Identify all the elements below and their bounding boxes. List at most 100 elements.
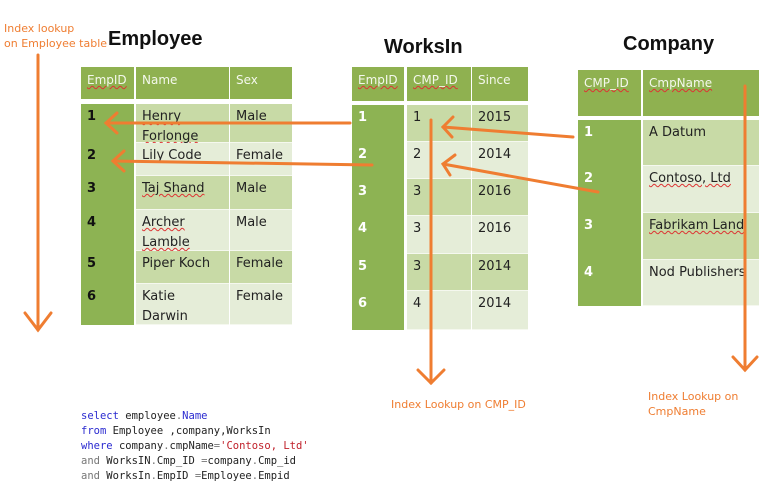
company-cell: Contoso, Ltd xyxy=(643,166,759,213)
sql-line: and WorksIn.EmpID =Employee.Empid xyxy=(81,469,309,484)
cell-value: Katie Darwin xyxy=(142,289,188,324)
header-label: EmpID xyxy=(87,73,127,87)
worksin-cell: 2 xyxy=(407,142,471,179)
cell-value: 3 xyxy=(413,259,422,274)
employee-index-note: Index lookup on Employee table xyxy=(4,21,107,51)
header-label: EmpID xyxy=(358,73,398,87)
sql-token: = xyxy=(213,440,221,452)
cell-value: 1 xyxy=(87,109,97,124)
sql-token: = xyxy=(194,470,202,482)
sql-token: . xyxy=(175,410,183,422)
employee-cell: Lily Code xyxy=(136,143,229,176)
sql-token: company xyxy=(118,440,164,452)
cell-value: Fabrikam Land xyxy=(649,218,745,233)
note-line: Index Lookup on xyxy=(648,390,739,403)
sql-token: Employee ,company,WorksIn xyxy=(112,425,271,437)
cell-value: 3 xyxy=(358,184,368,199)
worksin-cell: 2014 xyxy=(472,291,528,330)
employee-cell: Male xyxy=(230,176,292,210)
worksin-cell: 2015 xyxy=(472,105,528,142)
employee-cell: Taj Shand xyxy=(136,176,229,210)
sql-token: Empid xyxy=(258,470,290,482)
worksin-header-empid: EmpID xyxy=(352,67,404,101)
worksin-to-employee-2-arrow xyxy=(110,149,374,173)
sql-token: . xyxy=(163,440,170,452)
cell-value: 2014 xyxy=(478,147,512,162)
cell-value: 4 xyxy=(584,265,594,280)
cell-value: 6 xyxy=(358,296,368,311)
sql-token: select xyxy=(81,410,119,422)
company-to-worksin-2-arrow xyxy=(440,153,600,194)
company-title: Company xyxy=(623,33,715,55)
sql-token: 'Contoso, Ltd' xyxy=(220,440,309,452)
cmp-id-index-note: Index Lookup on CMP_ID xyxy=(391,398,526,411)
sql-token: employee xyxy=(125,410,176,422)
employee-index-arrow xyxy=(23,53,53,333)
cell-value: A Datum xyxy=(649,125,707,140)
company-header-cmpname: CmpName xyxy=(643,70,759,116)
employee-cell: 3 xyxy=(81,176,134,210)
worksin-header-cmp-id: CMP_ID xyxy=(407,67,471,101)
sql-line: select employee.Name xyxy=(81,409,309,424)
worksin-cell: 4 xyxy=(352,216,404,254)
sql-token: cmpName xyxy=(169,440,214,452)
employee-cell: Female xyxy=(230,143,292,176)
sql-line: and WorksIN.Cmp_ID =company.Cmp_id xyxy=(81,454,309,469)
cell-value: Female xyxy=(236,148,284,163)
header-label: Since xyxy=(478,73,511,87)
cell-value: Contoso, Ltd xyxy=(649,171,731,186)
worksin-cell: 6 xyxy=(352,291,404,330)
header-label: CMP_ID xyxy=(413,73,458,87)
worksin-cell: 3 xyxy=(352,179,404,216)
cell-value: 2014 xyxy=(478,259,512,274)
header-label: CMP_ID xyxy=(584,76,629,90)
company-cell: A Datum xyxy=(643,120,759,166)
cell-value: 4 xyxy=(413,296,422,311)
sql-token: and xyxy=(81,455,100,467)
cell-value: 2016 xyxy=(478,184,512,199)
sql-line: where company.cmpName='Contoso, Ltd' xyxy=(81,439,309,454)
cell-value: 1 xyxy=(413,110,422,125)
header-label: Sex xyxy=(236,73,258,87)
cell-value: 4 xyxy=(358,221,368,236)
cell-value: Male xyxy=(236,181,267,196)
cell-value: Archer Lamble xyxy=(142,215,190,250)
cell-value: 3 xyxy=(87,181,97,196)
cell-value: Henry Forlonge xyxy=(142,109,199,144)
note-line: on Employee table xyxy=(4,37,108,50)
cmpname-index-note: Index Lookup on CmpName xyxy=(648,389,738,419)
worksin-cell: 4 xyxy=(407,291,471,330)
cell-value: 2 xyxy=(87,148,97,163)
sql-token: . xyxy=(150,455,157,467)
cmp-id-index-arrow xyxy=(416,118,446,386)
cell-value: Taj Shand xyxy=(142,181,205,196)
company-cell: 4 xyxy=(578,260,641,306)
employee-cell: 5 xyxy=(81,251,134,284)
cell-value: Piper Koch xyxy=(142,256,211,271)
cell-value: 4 xyxy=(87,215,97,230)
employee-cell: Archer Lamble xyxy=(136,210,229,251)
employee-title: Employee xyxy=(108,28,203,50)
cell-value: Nod Publishers xyxy=(649,265,746,280)
worksin-cell: 3 xyxy=(407,179,471,216)
sql-token: where xyxy=(81,440,113,452)
cell-value: 1 xyxy=(584,125,594,140)
worksin-title: WorksIn xyxy=(384,36,463,58)
cell-value: 2 xyxy=(584,171,594,186)
worksin-to-employee-1-arrow xyxy=(103,111,352,135)
employee-cell: 6 xyxy=(81,284,134,325)
cell-value: 1 xyxy=(358,110,368,125)
header-label: Name xyxy=(142,73,178,87)
worksin-cell: 2014 xyxy=(472,254,528,291)
worksin-header-since: Since xyxy=(472,67,528,101)
cell-value: Male xyxy=(236,215,267,230)
employee-header-sex: Sex xyxy=(230,67,292,99)
sql-token: . xyxy=(150,470,157,482)
sql-token: Name xyxy=(182,410,208,422)
employee-cell: 4 xyxy=(81,210,134,251)
cell-value: Male xyxy=(236,109,267,124)
worksin-cell: 5 xyxy=(352,254,404,291)
employee-header-empid: EmpID xyxy=(81,67,134,99)
cell-value: Lily Code xyxy=(142,148,202,163)
